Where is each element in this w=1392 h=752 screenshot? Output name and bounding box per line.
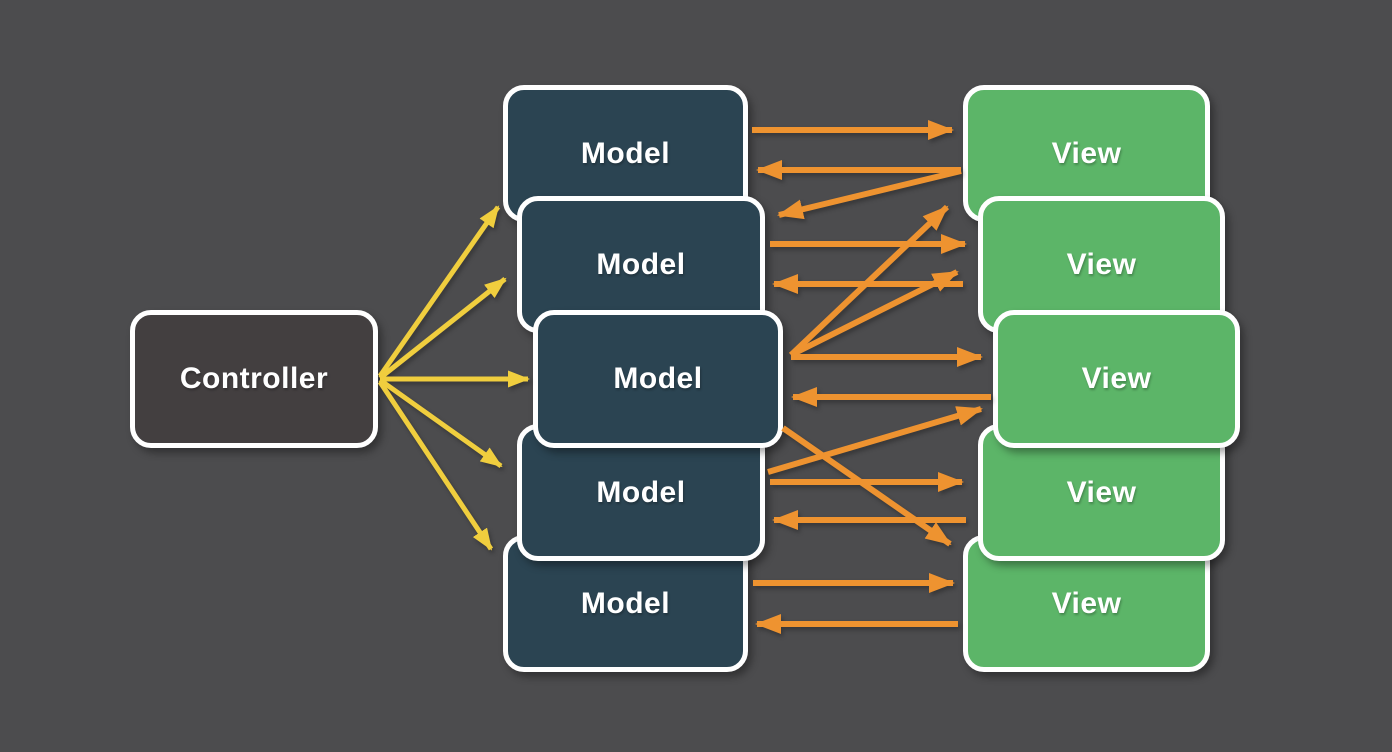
arrow-view-1-to-model-2 (777, 168, 962, 220)
arrow-model-4-to-view-3 (767, 406, 983, 475)
model-1-label: Model (580, 136, 671, 170)
model-4-label: Model (596, 475, 686, 509)
view-4-label: View (1066, 475, 1137, 509)
view-3-label: View (1081, 362, 1152, 395)
arrow-controller-to-model-4 (378, 377, 503, 469)
view-3-box: View (993, 310, 1240, 448)
view-2-label: View (1066, 247, 1137, 281)
model-3-box: Model (533, 310, 783, 448)
arrow-controller-to-model-2 (378, 277, 507, 380)
controller-box: Controller (130, 310, 378, 448)
view-5-label: View (1051, 586, 1122, 620)
model-5-label: Model (580, 586, 671, 620)
model-2-label: Model (596, 247, 686, 281)
model-3-label: Model (613, 362, 703, 395)
arrow-controller-to-model-1 (377, 205, 501, 378)
arrow-model-3-to-view-1 (788, 204, 950, 358)
arrow-model-3-to-view-2 (789, 269, 959, 358)
arrow-model-3-to-view-5 (781, 425, 952, 547)
controller-label: Controller (179, 362, 329, 395)
view-1-label: View (1051, 136, 1122, 170)
arrow-controller-to-model-5 (377, 380, 494, 551)
